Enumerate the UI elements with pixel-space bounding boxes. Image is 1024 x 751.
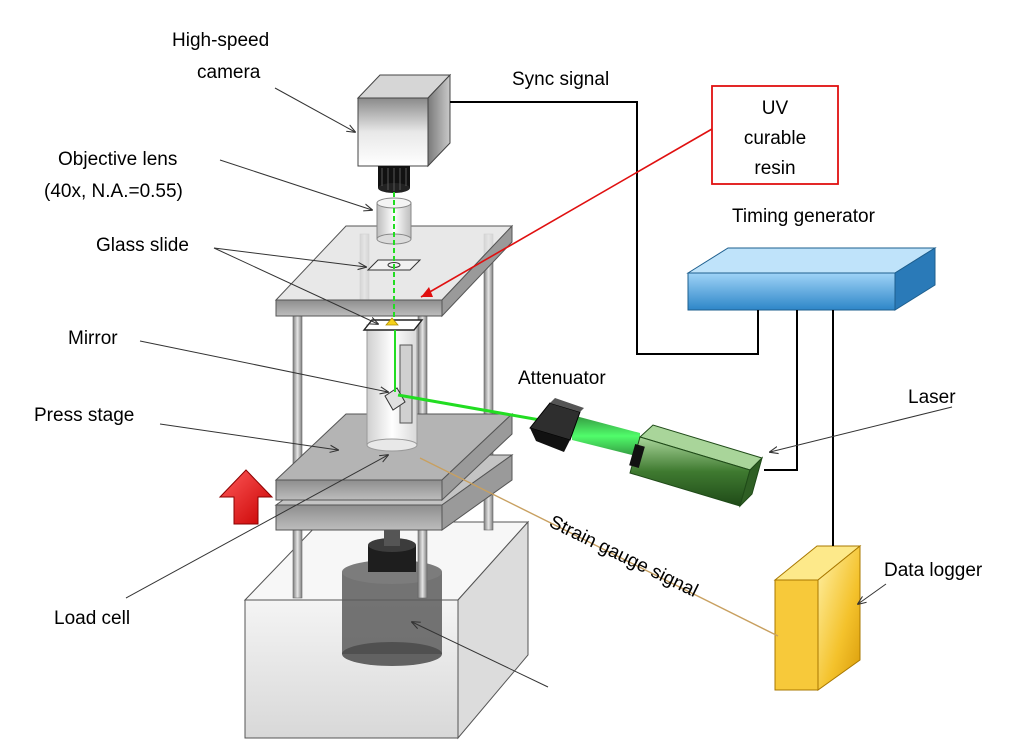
press-stage-plates [274, 412, 514, 531]
upward-press-arrow-icon [218, 469, 274, 525]
label-glass-slide: Glass slide [96, 235, 189, 256]
label-uv-line2: curable [744, 128, 806, 149]
label-strain-gauge-signal: Strain gauge signal [546, 512, 701, 602]
label-uv-line3: resin [754, 158, 795, 179]
label-attenuator: Attenuator [518, 368, 606, 389]
load-cell [342, 528, 442, 666]
label-objective-line2: (40x, N.A.=0.55) [44, 181, 183, 202]
label-sync-signal: Sync signal [512, 69, 609, 90]
sample-cylinder [366, 324, 418, 452]
timing-generator [686, 247, 937, 311]
signal-wiring [450, 101, 834, 546]
label-data-logger: Data logger [884, 560, 983, 581]
attenuator [529, 398, 584, 452]
label-load-cell: Load cell [54, 608, 130, 629]
leader-lines [125, 87, 953, 688]
high-speed-camera [356, 73, 452, 193]
label-objective-line1: Objective lens [58, 149, 177, 170]
label-camera-line2: camera [197, 62, 261, 83]
sync-signal-wire [450, 101, 759, 355]
label-mirror: Mirror [68, 328, 118, 349]
strain-gauge-wire [419, 457, 779, 637]
uv-resin-callout [420, 85, 839, 298]
label-camera-line1: High-speed [172, 30, 269, 51]
label-timing-generator: Timing generator [732, 206, 876, 227]
label-press-stage: Press stage [34, 405, 134, 426]
optical-path [393, 192, 640, 457]
label-uv-line1: UV [762, 98, 789, 119]
label-laser: Laser [908, 387, 956, 408]
laser [629, 424, 763, 508]
laser-trigger-wire [764, 310, 798, 471]
data-logger [773, 544, 862, 691]
